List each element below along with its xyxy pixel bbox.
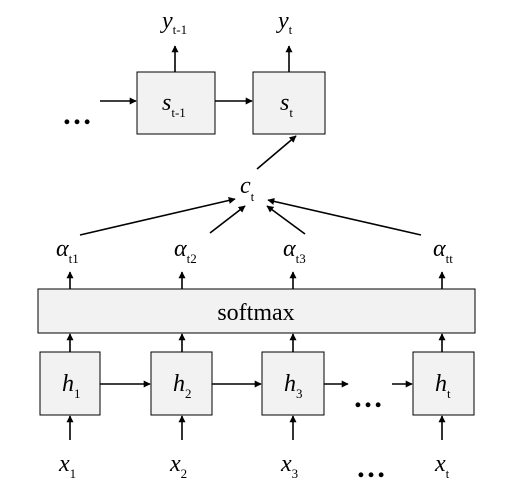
label-x1: x1 [58, 451, 76, 481]
label-x3: x3 [280, 451, 298, 481]
label-c: ct [240, 173, 255, 204]
label-h2: h2 [173, 371, 192, 401]
box-h2 [150, 351, 213, 416]
label-y-curr: yt [276, 8, 293, 37]
arrow-alpha3-to-c [266, 205, 306, 235]
hidden-dots: … [353, 381, 383, 414]
inputs-section: x1 x2 x3 … xt [58, 451, 450, 484]
box-softmax [37, 288, 476, 334]
box-h1 [39, 351, 101, 416]
arrow-alpha2-to-c [209, 205, 246, 234]
encoder-section: h1 h2 h3 ht … [39, 351, 475, 440]
decoder-leading-dots: … [62, 98, 92, 131]
label-alpha-tt: αtt [433, 236, 453, 266]
context-section: ct [79, 135, 422, 236]
label-alpha-t2: αt2 [174, 236, 197, 266]
arrow-alphat-to-c [267, 197, 422, 236]
arrow-alpha1-to-c [79, 197, 236, 236]
label-y-prev: yt-1 [160, 8, 187, 37]
decoder-section: yt-1 yt st-1 st … [62, 8, 326, 135]
arrow-c-to-s-curr [256, 135, 297, 170]
label-h1: h1 [62, 371, 81, 401]
box-ht [412, 351, 475, 416]
label-s-prev: st-1 [162, 90, 186, 120]
label-s-curr: st [280, 90, 293, 120]
label-alpha-t3: αt3 [283, 236, 306, 266]
attention-weights: αt1 αt2 αt3 αtt [56, 236, 453, 289]
box-s-prev [136, 71, 216, 135]
label-xt: xt [434, 451, 450, 481]
softmax-section: softmax [37, 288, 476, 352]
label-softmax: softmax [217, 300, 294, 326]
label-ht: ht [435, 371, 451, 401]
label-alpha-t1: αt1 [56, 236, 79, 266]
label-h3: h3 [284, 371, 303, 401]
box-h3 [261, 351, 325, 416]
label-x2: x2 [169, 451, 187, 481]
input-dots: … [356, 451, 386, 484]
box-s-curr [252, 71, 326, 135]
